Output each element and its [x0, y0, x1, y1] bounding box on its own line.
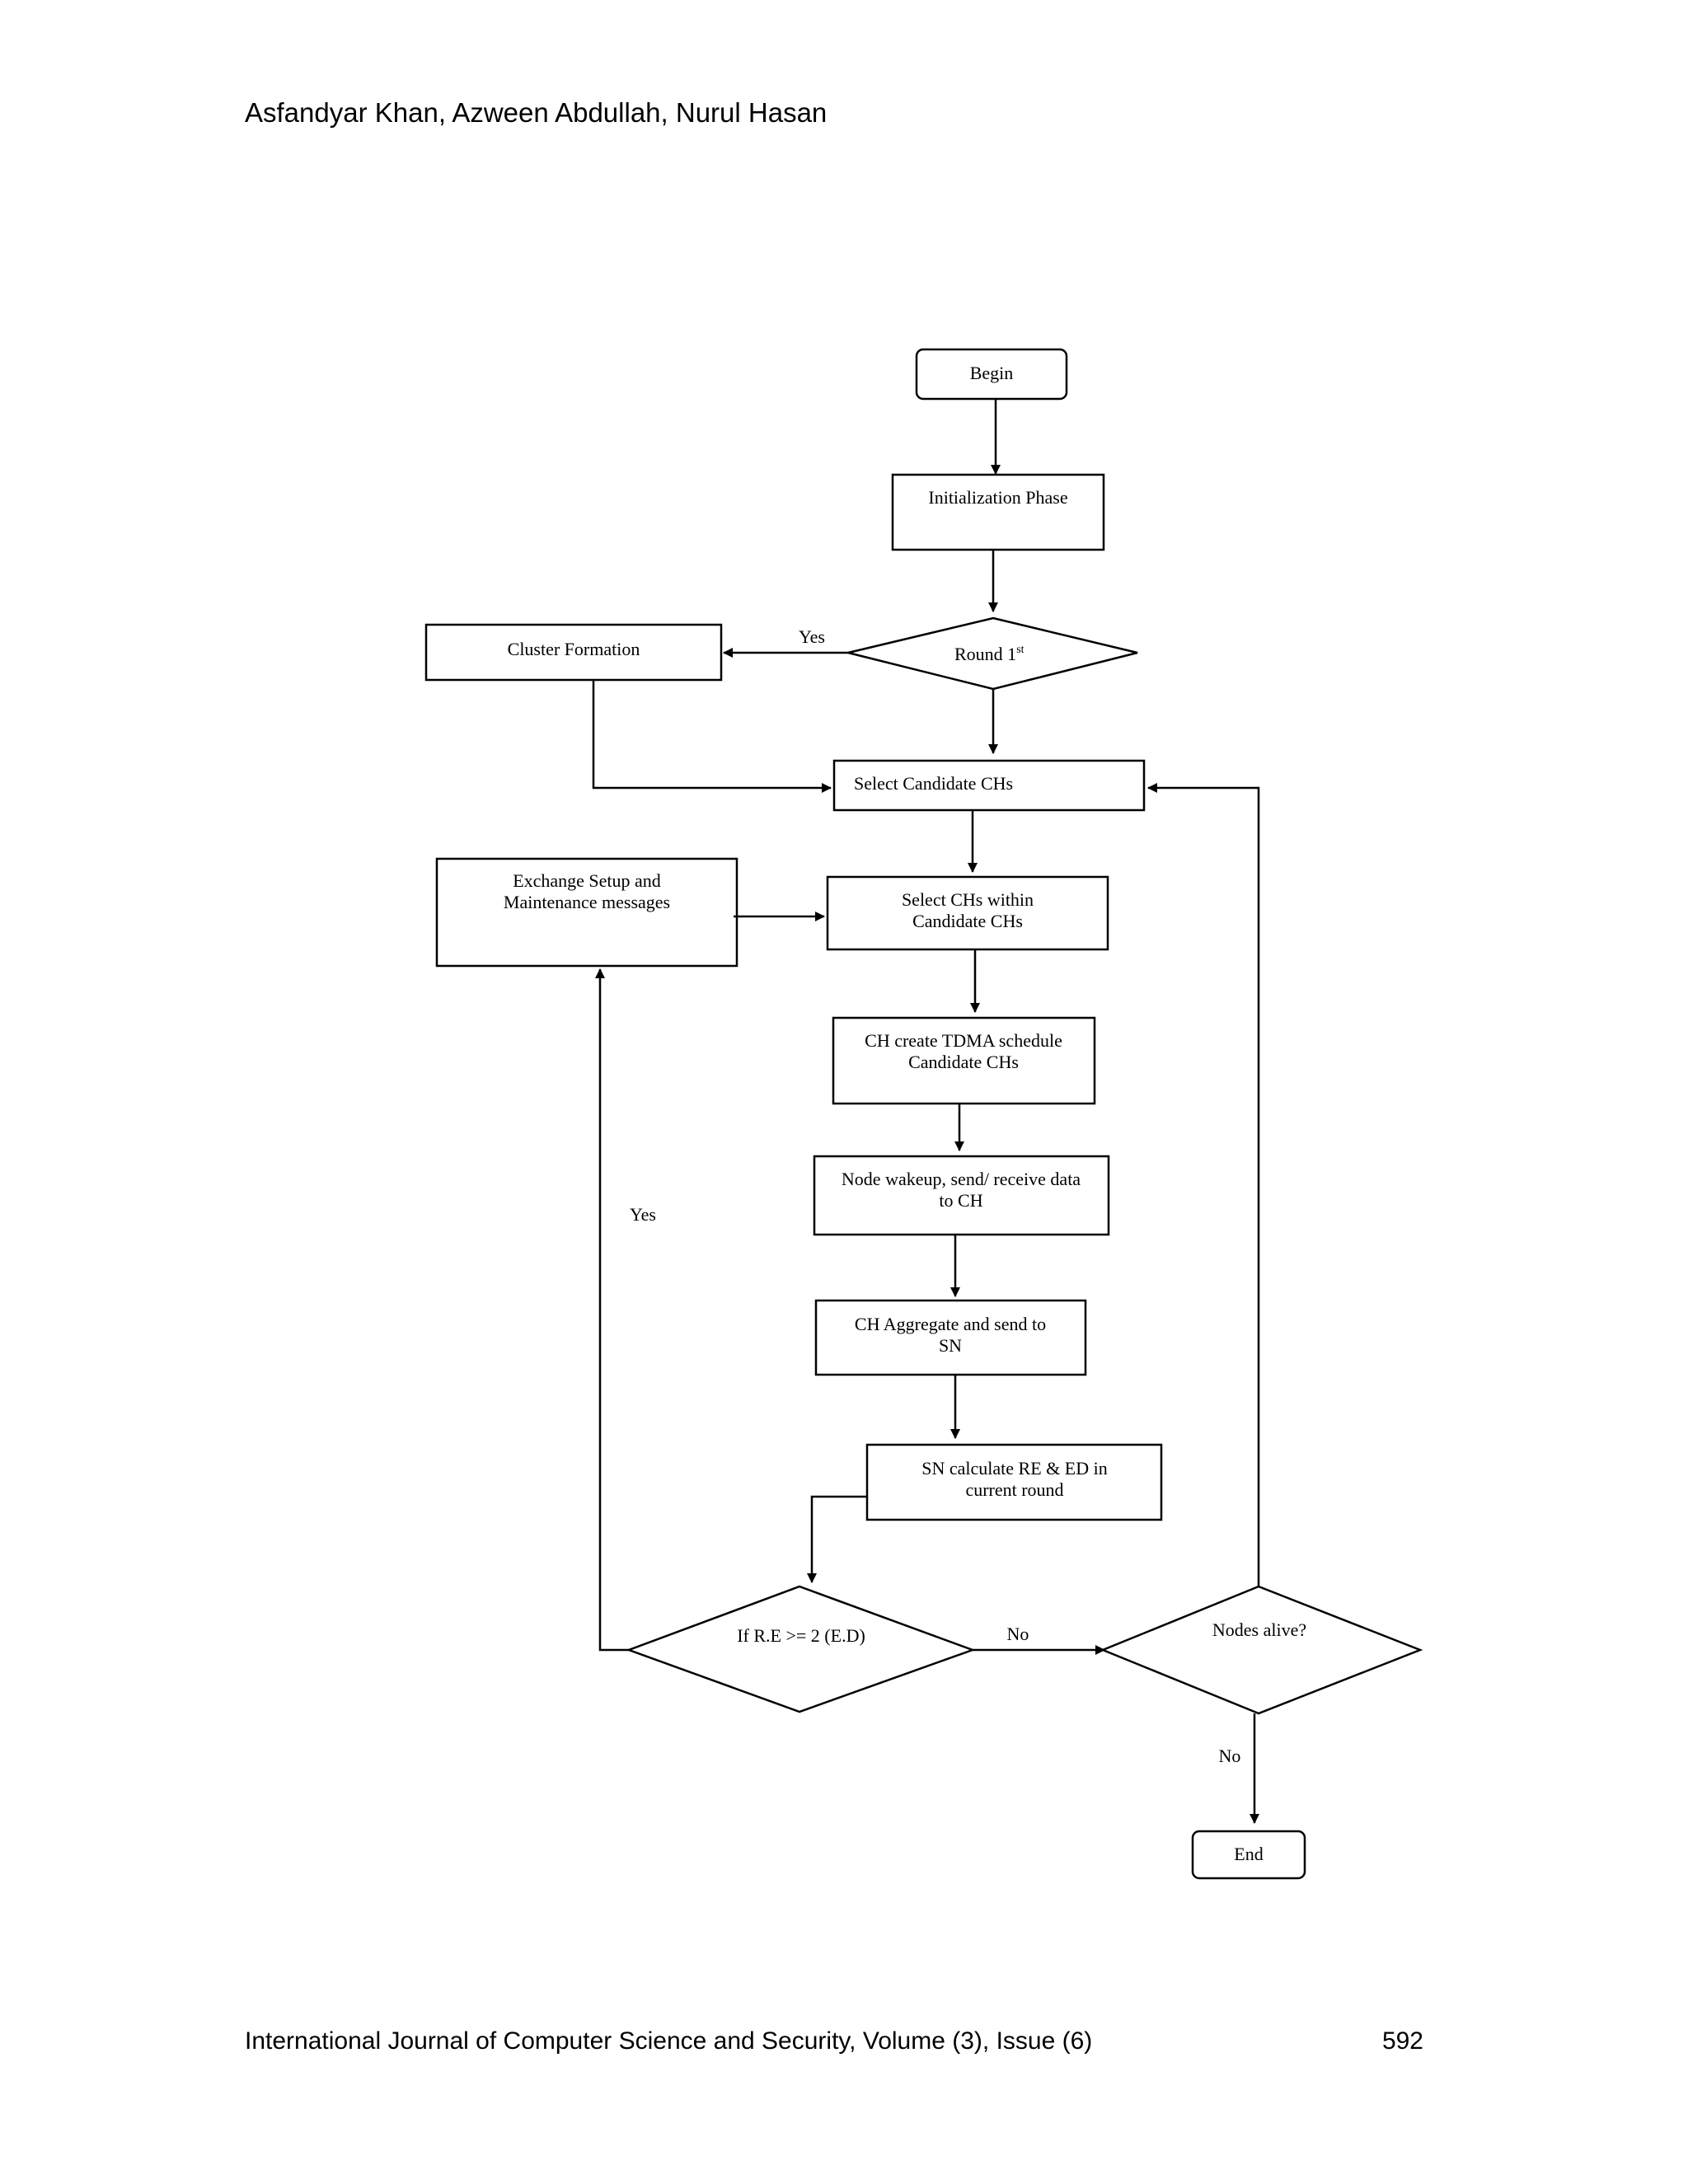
exchange-setup-label-2: Maintenance messages	[504, 892, 670, 912]
node-wakeup-node: Node wakeup, send/ receive data to CH	[813, 1155, 1110, 1236]
journal-citation: International Journal of Computer Scienc…	[245, 2027, 1093, 2055]
select-candidate-chs-label: Select Candidate CHs	[854, 773, 1013, 794]
arrow-calc-to-condition	[807, 1495, 867, 1583]
no-bottom-label: No	[1219, 1746, 1241, 1766]
energy-condition-label: If R.E >= 2 (E.D)	[737, 1625, 865, 1646]
sn-calculate-node: SN calculate RE & ED in current round	[865, 1443, 1163, 1521]
sn-calculate-label-1: SN calculate RE & ED in	[921, 1458, 1107, 1479]
end-label: End	[1234, 1844, 1263, 1864]
begin-node: Begin	[915, 348, 1068, 401]
arrow-alive-to-select-candidate	[1147, 783, 1260, 1586]
arrow-condition-to-exchange	[595, 968, 629, 1652]
nodes-alive-decision: Nodes alive?	[1100, 1585, 1423, 1715]
tdma-schedule-node: CH create TDMA schedule Candidate CHs	[832, 1016, 1096, 1105]
page-number: 592	[1381, 2027, 1423, 2055]
select-candidate-chs-node: Select Candidate CHs	[832, 759, 1146, 812]
select-chs-within-label-2: Candidate CHs	[912, 911, 1023, 931]
cluster-formation-node: Cluster Formation	[424, 623, 723, 682]
yes-round-label: Yes	[799, 626, 825, 647]
cluster-formation-label: Cluster Formation	[508, 639, 640, 659]
energy-condition-decision: If R.E >= 2 (E.D)	[626, 1585, 976, 1713]
node-wakeup-label-1: Node wakeup, send/ receive data	[842, 1169, 1081, 1189]
arrow-cluster-to-select-candidate	[592, 680, 832, 793]
select-chs-within-label-1: Select CHs within	[902, 889, 1034, 910]
round-first-decision: Round 1st	[847, 616, 1138, 691]
select-chs-within-node: Select CHs within Candidate CHs	[826, 875, 1109, 951]
tdma-schedule-label-1: CH create TDMA schedule	[865, 1030, 1062, 1051]
no-mid-label: No	[1007, 1624, 1029, 1644]
ch-aggregate-label-1: CH Aggregate and send to	[855, 1314, 1046, 1334]
exchange-setup-label-1: Exchange Setup and	[513, 870, 661, 891]
end-node: End	[1191, 1830, 1306, 1880]
exchange-setup-node: Exchange Setup and Maintenance messages	[435, 857, 738, 968]
yes-left-label: Yes	[630, 1204, 656, 1225]
initialization-phase-node: Initialization Phase	[891, 473, 1105, 551]
initialization-phase-label: Initialization Phase	[928, 487, 1067, 508]
node-wakeup-label-2: to CH	[939, 1190, 982, 1211]
sn-calculate-label-2: current round	[965, 1479, 1063, 1500]
begin-label: Begin	[970, 363, 1014, 383]
nodes-alive-label: Nodes alive?	[1212, 1619, 1306, 1640]
ch-aggregate-label-2: SN	[939, 1335, 962, 1356]
running-header-authors: Asfandyar Khan, Azween Abdullah, Nurul H…	[245, 97, 828, 128]
ch-aggregate-node: CH Aggregate and send to SN	[814, 1299, 1087, 1376]
tdma-schedule-label-2: Candidate CHs	[908, 1052, 1019, 1072]
round-first-label: Round 1st	[954, 644, 1025, 664]
